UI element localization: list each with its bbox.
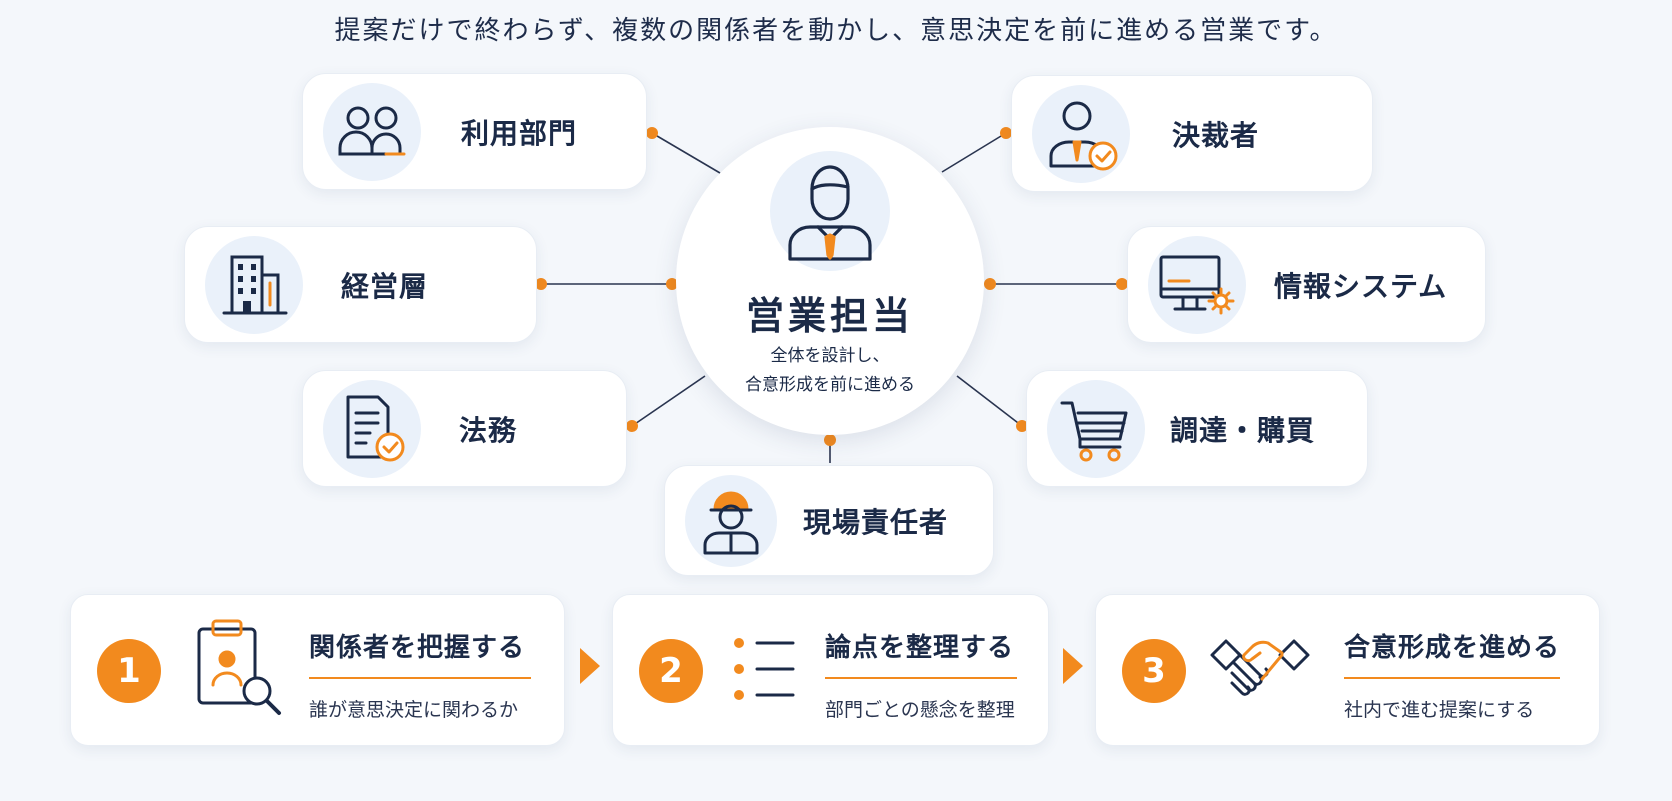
step-description: 社内で進む提案にする bbox=[1344, 699, 1535, 721]
step-card-2: 2 論点を整理する 部門ごとの懸念を整理 bbox=[612, 594, 1049, 746]
sales-rep-center-node: 営業担当 全体を設計し、 合意形成を前に進める bbox=[676, 127, 984, 435]
stakeholder-card-site-manager: 現場責任者 bbox=[664, 465, 994, 576]
center-subtitle-line2: 合意形成を前に進める bbox=[745, 375, 915, 395]
handshake-icon bbox=[1208, 615, 1312, 725]
building-icon bbox=[205, 235, 303, 334]
stakeholder-card-user-dept: 利用部門 bbox=[302, 73, 647, 190]
stakeholder-card-procurement: 調達・購買 bbox=[1026, 370, 1368, 487]
monitor-gear-icon bbox=[1148, 235, 1246, 334]
stakeholder-label: 法務 bbox=[459, 413, 518, 447]
step-title: 論点を整理する bbox=[825, 633, 1015, 663]
worker-helmet-icon bbox=[685, 474, 777, 567]
center-subtitle-line1: 全体を設計し、 bbox=[770, 346, 890, 366]
step-title: 関係者を把握する bbox=[309, 633, 526, 663]
stakeholder-card-it-systems: 情報システム bbox=[1127, 226, 1486, 343]
users-icon bbox=[323, 82, 421, 181]
stakeholder-card-legal: 法務 bbox=[302, 370, 627, 487]
step-arrow bbox=[1063, 648, 1083, 684]
clipboard-search-icon bbox=[195, 615, 295, 725]
cart-icon bbox=[1047, 379, 1145, 478]
stakeholder-label: 情報システム bbox=[1274, 269, 1448, 303]
headline: 提案だけで終わらず、複数の関係者を動かし、意思決定を前に進める営業です。 bbox=[334, 16, 1338, 46]
document-check-icon bbox=[323, 379, 421, 478]
step-card-3: 3 合意形成を進める 社内で進む提案にする bbox=[1095, 594, 1600, 746]
stakeholder-label: 利用部門 bbox=[461, 116, 578, 150]
stakeholder-card-approver: 決裁者 bbox=[1011, 75, 1373, 192]
center-title: 営業担当 bbox=[745, 294, 914, 338]
step-number: 3 bbox=[1122, 639, 1186, 703]
step-card-1: 1 関係者を把握する 誰が意思決定に関わるか bbox=[70, 594, 565, 746]
step-divider bbox=[825, 677, 1017, 679]
stakeholder-label: 経営層 bbox=[341, 269, 429, 303]
stakeholder-label: 調達・購買 bbox=[1170, 413, 1316, 447]
step-divider bbox=[1344, 677, 1560, 679]
step-title: 合意形成を進める bbox=[1344, 633, 1561, 663]
step-number: 2 bbox=[639, 639, 703, 703]
step-description: 部門ごとの懸念を整理 bbox=[825, 699, 1015, 721]
stakeholder-label: 決裁者 bbox=[1172, 118, 1260, 152]
step-description: 誰が意思決定に関わるか bbox=[309, 699, 519, 721]
step-number: 1 bbox=[97, 639, 161, 703]
stakeholder-label: 現場責任者 bbox=[803, 505, 949, 539]
approver-icon bbox=[1032, 84, 1130, 183]
step-arrow bbox=[580, 648, 600, 684]
step-divider bbox=[309, 677, 531, 679]
businessman-icon bbox=[770, 151, 890, 271]
list-icon bbox=[729, 615, 829, 725]
stakeholder-card-management: 経営層 bbox=[184, 226, 537, 343]
